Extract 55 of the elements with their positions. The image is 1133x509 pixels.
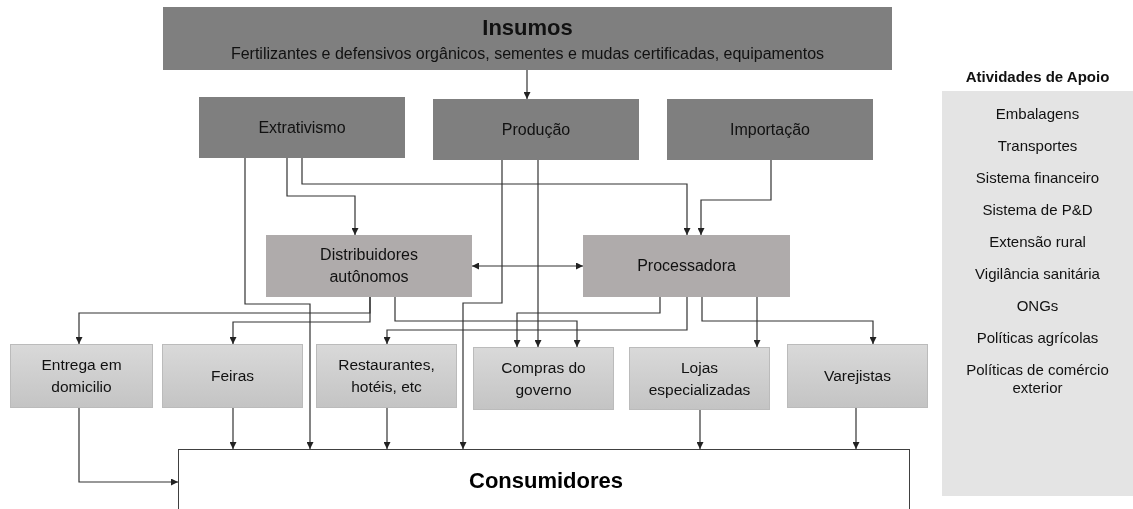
connector-arrow	[394, 296, 581, 348]
list-item: ONGs	[1016, 297, 1059, 315]
panel-heading: Atividades de Apoio	[965, 67, 1110, 87]
box-label: Varejistas	[824, 366, 891, 387]
connector-arrow	[244, 157, 314, 450]
process-box	[629, 347, 770, 410]
list-item: Políticas de comércio exterior	[965, 361, 1110, 397]
process-box	[266, 235, 472, 297]
list-item: Vigilância sanitária	[975, 265, 1100, 283]
box-label: Compras do governo	[500, 357, 587, 400]
box-label: Distribuidores autônomos	[319, 244, 419, 287]
connector-arrow	[513, 296, 661, 348]
process-box	[473, 347, 614, 410]
box-label: Extrativismo	[258, 118, 346, 137]
process-box	[787, 344, 928, 408]
process-box	[667, 99, 873, 160]
list-item: Transportes	[997, 137, 1078, 155]
box-label: Feiras	[210, 366, 255, 387]
connector-arrow	[697, 159, 772, 236]
box-label: Lojas especializadas	[647, 357, 752, 400]
connector-arrow	[696, 409, 704, 450]
connector-arrow	[701, 296, 877, 345]
list-item: Sistema de P&D	[982, 201, 1093, 219]
connector-arrow	[301, 157, 691, 236]
list-item: Embalagens	[995, 105, 1080, 123]
connector-arrow	[286, 157, 359, 236]
connector-arrow	[229, 407, 237, 450]
connector-arrow	[383, 407, 391, 450]
process-box	[162, 344, 303, 408]
process-box	[199, 97, 405, 158]
process-box	[316, 344, 457, 408]
box-label: Importação	[729, 120, 810, 139]
process-box	[10, 344, 153, 408]
connector-arrow	[471, 262, 584, 270]
connector-arrow	[852, 407, 860, 450]
list-item: Sistema financeiro	[975, 169, 1100, 187]
connector-arrow	[753, 296, 761, 348]
list-item: Políticas agrícolas	[976, 329, 1099, 347]
connector-arrow	[459, 159, 503, 450]
connector-arrow	[78, 407, 179, 486]
connector-arrow	[534, 159, 542, 348]
process-box	[433, 99, 639, 160]
box-label: Processadora	[637, 255, 736, 276]
box-title: Insumos	[482, 14, 573, 41]
box-text: Fertilizantes e defensivos orgânicos, sementes e mudas certificadas, equipamentos	[230, 44, 825, 63]
box-label: Entrega em domicilio	[40, 355, 123, 397]
box-label: Produção	[501, 120, 571, 139]
connector-arrow	[229, 296, 371, 345]
connector-arrow	[383, 296, 688, 345]
process-box	[583, 235, 790, 297]
process-box	[178, 449, 910, 509]
connector-arrow	[523, 69, 531, 100]
box-label: Restaurantes, hotéis, etc	[337, 355, 436, 397]
list-item: Extensão rural	[989, 233, 1086, 251]
process-box	[163, 7, 892, 70]
